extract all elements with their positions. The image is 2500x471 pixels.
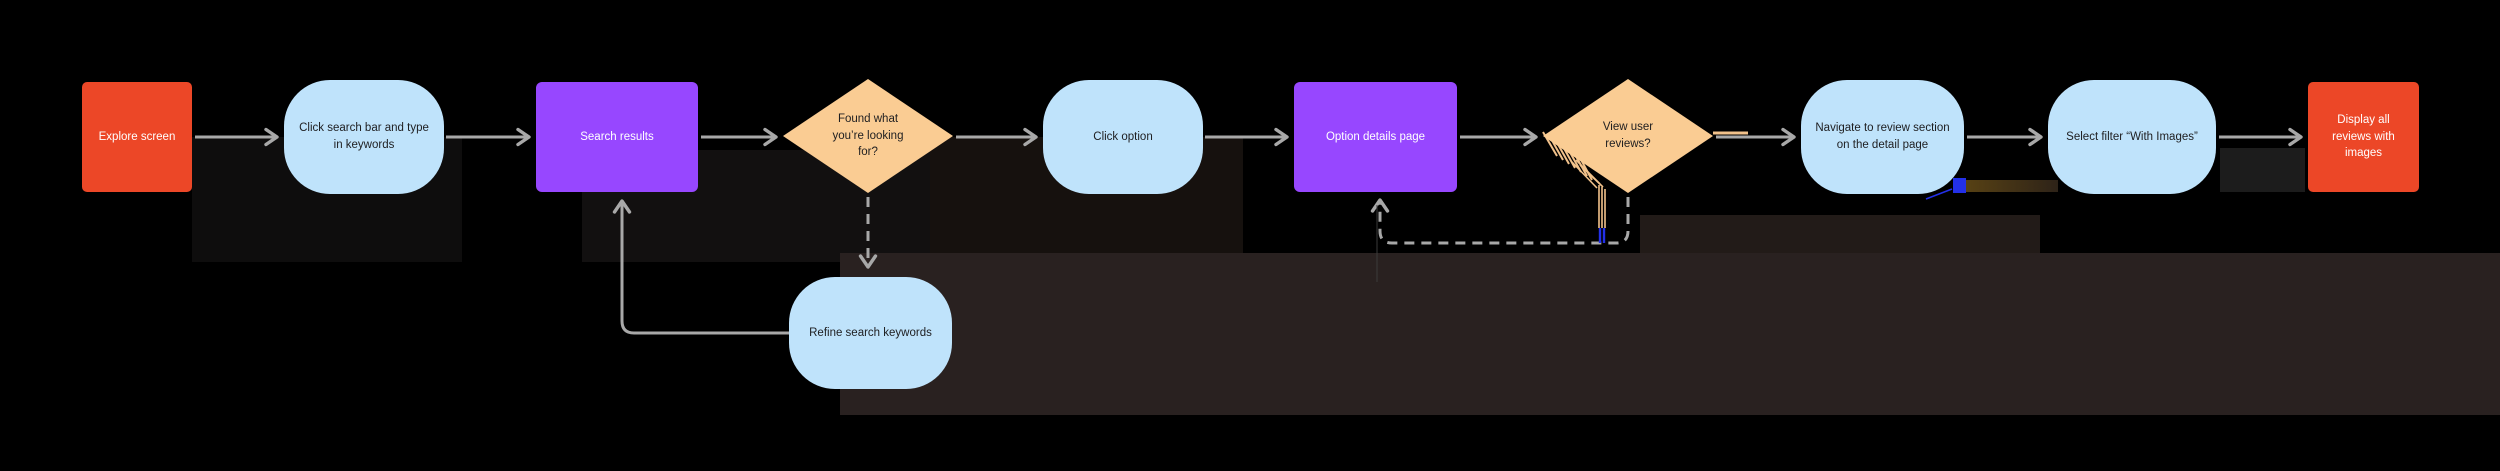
node-display-reviews-images[interactable]: Display all reviews with images [2308, 82, 2419, 192]
node-label: Click search bar and type in keywords [299, 122, 429, 151]
node-label: Select filter “With Images” [2066, 130, 2198, 143]
node-label: Option details page [1325, 130, 1426, 143]
highlight-band [1598, 185, 1606, 243]
connector-refine-to-results[interactable] [612, 199, 789, 335]
node-label: Search results [580, 130, 654, 143]
olive-strip-mark [1966, 180, 2058, 192]
node-label: Navigate to review section on the detail… [1815, 122, 1950, 151]
blue-line-mark [1925, 188, 1953, 200]
background-panel [1640, 215, 2040, 260]
node-select-filter-with-images[interactable]: Select filter “With Images” [2048, 80, 2216, 194]
background-panel-warm [840, 253, 2500, 415]
connector-reviews-back-to-details[interactable] [1370, 197, 1630, 245]
blue-square-mark [1953, 178, 1966, 193]
node-label: Explore screen [98, 130, 176, 143]
node-label: Click option [1093, 130, 1153, 143]
node-navigate-review-section[interactable]: Navigate to review section on the detail… [1801, 80, 1964, 194]
node-refine-search-keywords[interactable]: Refine search keywords [789, 277, 952, 389]
node-label: View user reviews? [1602, 121, 1654, 150]
background-panel [2220, 148, 2305, 192]
node-click-search-bar[interactable]: Click search bar and type in keywords [284, 80, 444, 194]
node-explore-screen[interactable]: Explore screen [82, 82, 192, 192]
node-click-option[interactable]: Click option [1043, 80, 1203, 194]
node-option-details-page[interactable]: Option details page [1294, 82, 1457, 192]
node-label: Found what you’re looking for? [832, 112, 904, 159]
node-search-results[interactable]: Search results [536, 82, 698, 192]
node-label: Display all reviews with images [2332, 113, 2395, 160]
node-label: Refine search keywords [809, 326, 932, 339]
